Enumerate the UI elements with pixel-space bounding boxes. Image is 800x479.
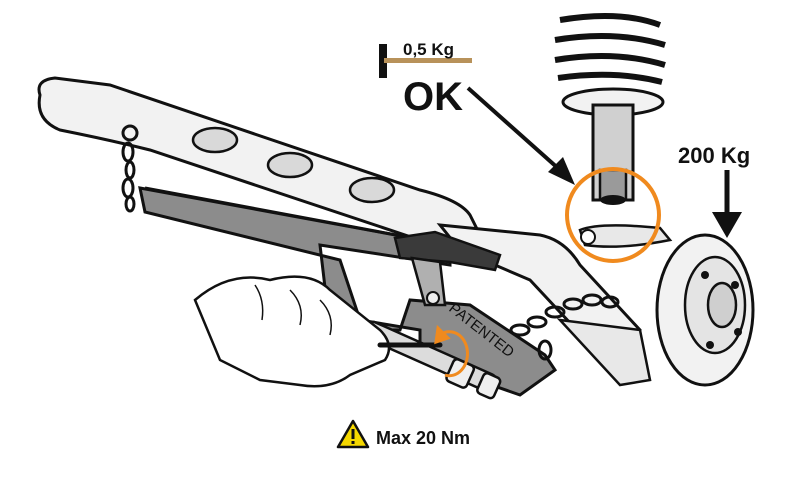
- shock-absorber: [561, 87, 665, 205]
- load-label: 200 Kg: [678, 143, 750, 168]
- orange-highlight-circle: [565, 167, 661, 263]
- hand-with-wrench: [193, 275, 443, 388]
- rotation-arrow-icon: [434, 324, 469, 378]
- coil-spring: [554, 13, 666, 85]
- warning-icon: [336, 419, 370, 449]
- arm-hole-2: [266, 151, 314, 179]
- right-chain: [509, 293, 620, 361]
- torque-label: Max 20 Nm: [376, 428, 470, 448]
- wheel-hub: [655, 233, 755, 387]
- arm-hole-1: [191, 126, 239, 154]
- load-arrow: [712, 170, 742, 238]
- hammer-weight-label: 0,5 Kg: [403, 40, 454, 59]
- arm-hole-3: [348, 176, 396, 204]
- left-chain: [121, 124, 139, 213]
- ok-label: OK: [403, 75, 463, 119]
- ok-arrow: [466, 86, 575, 185]
- hammer-icon: [379, 44, 472, 78]
